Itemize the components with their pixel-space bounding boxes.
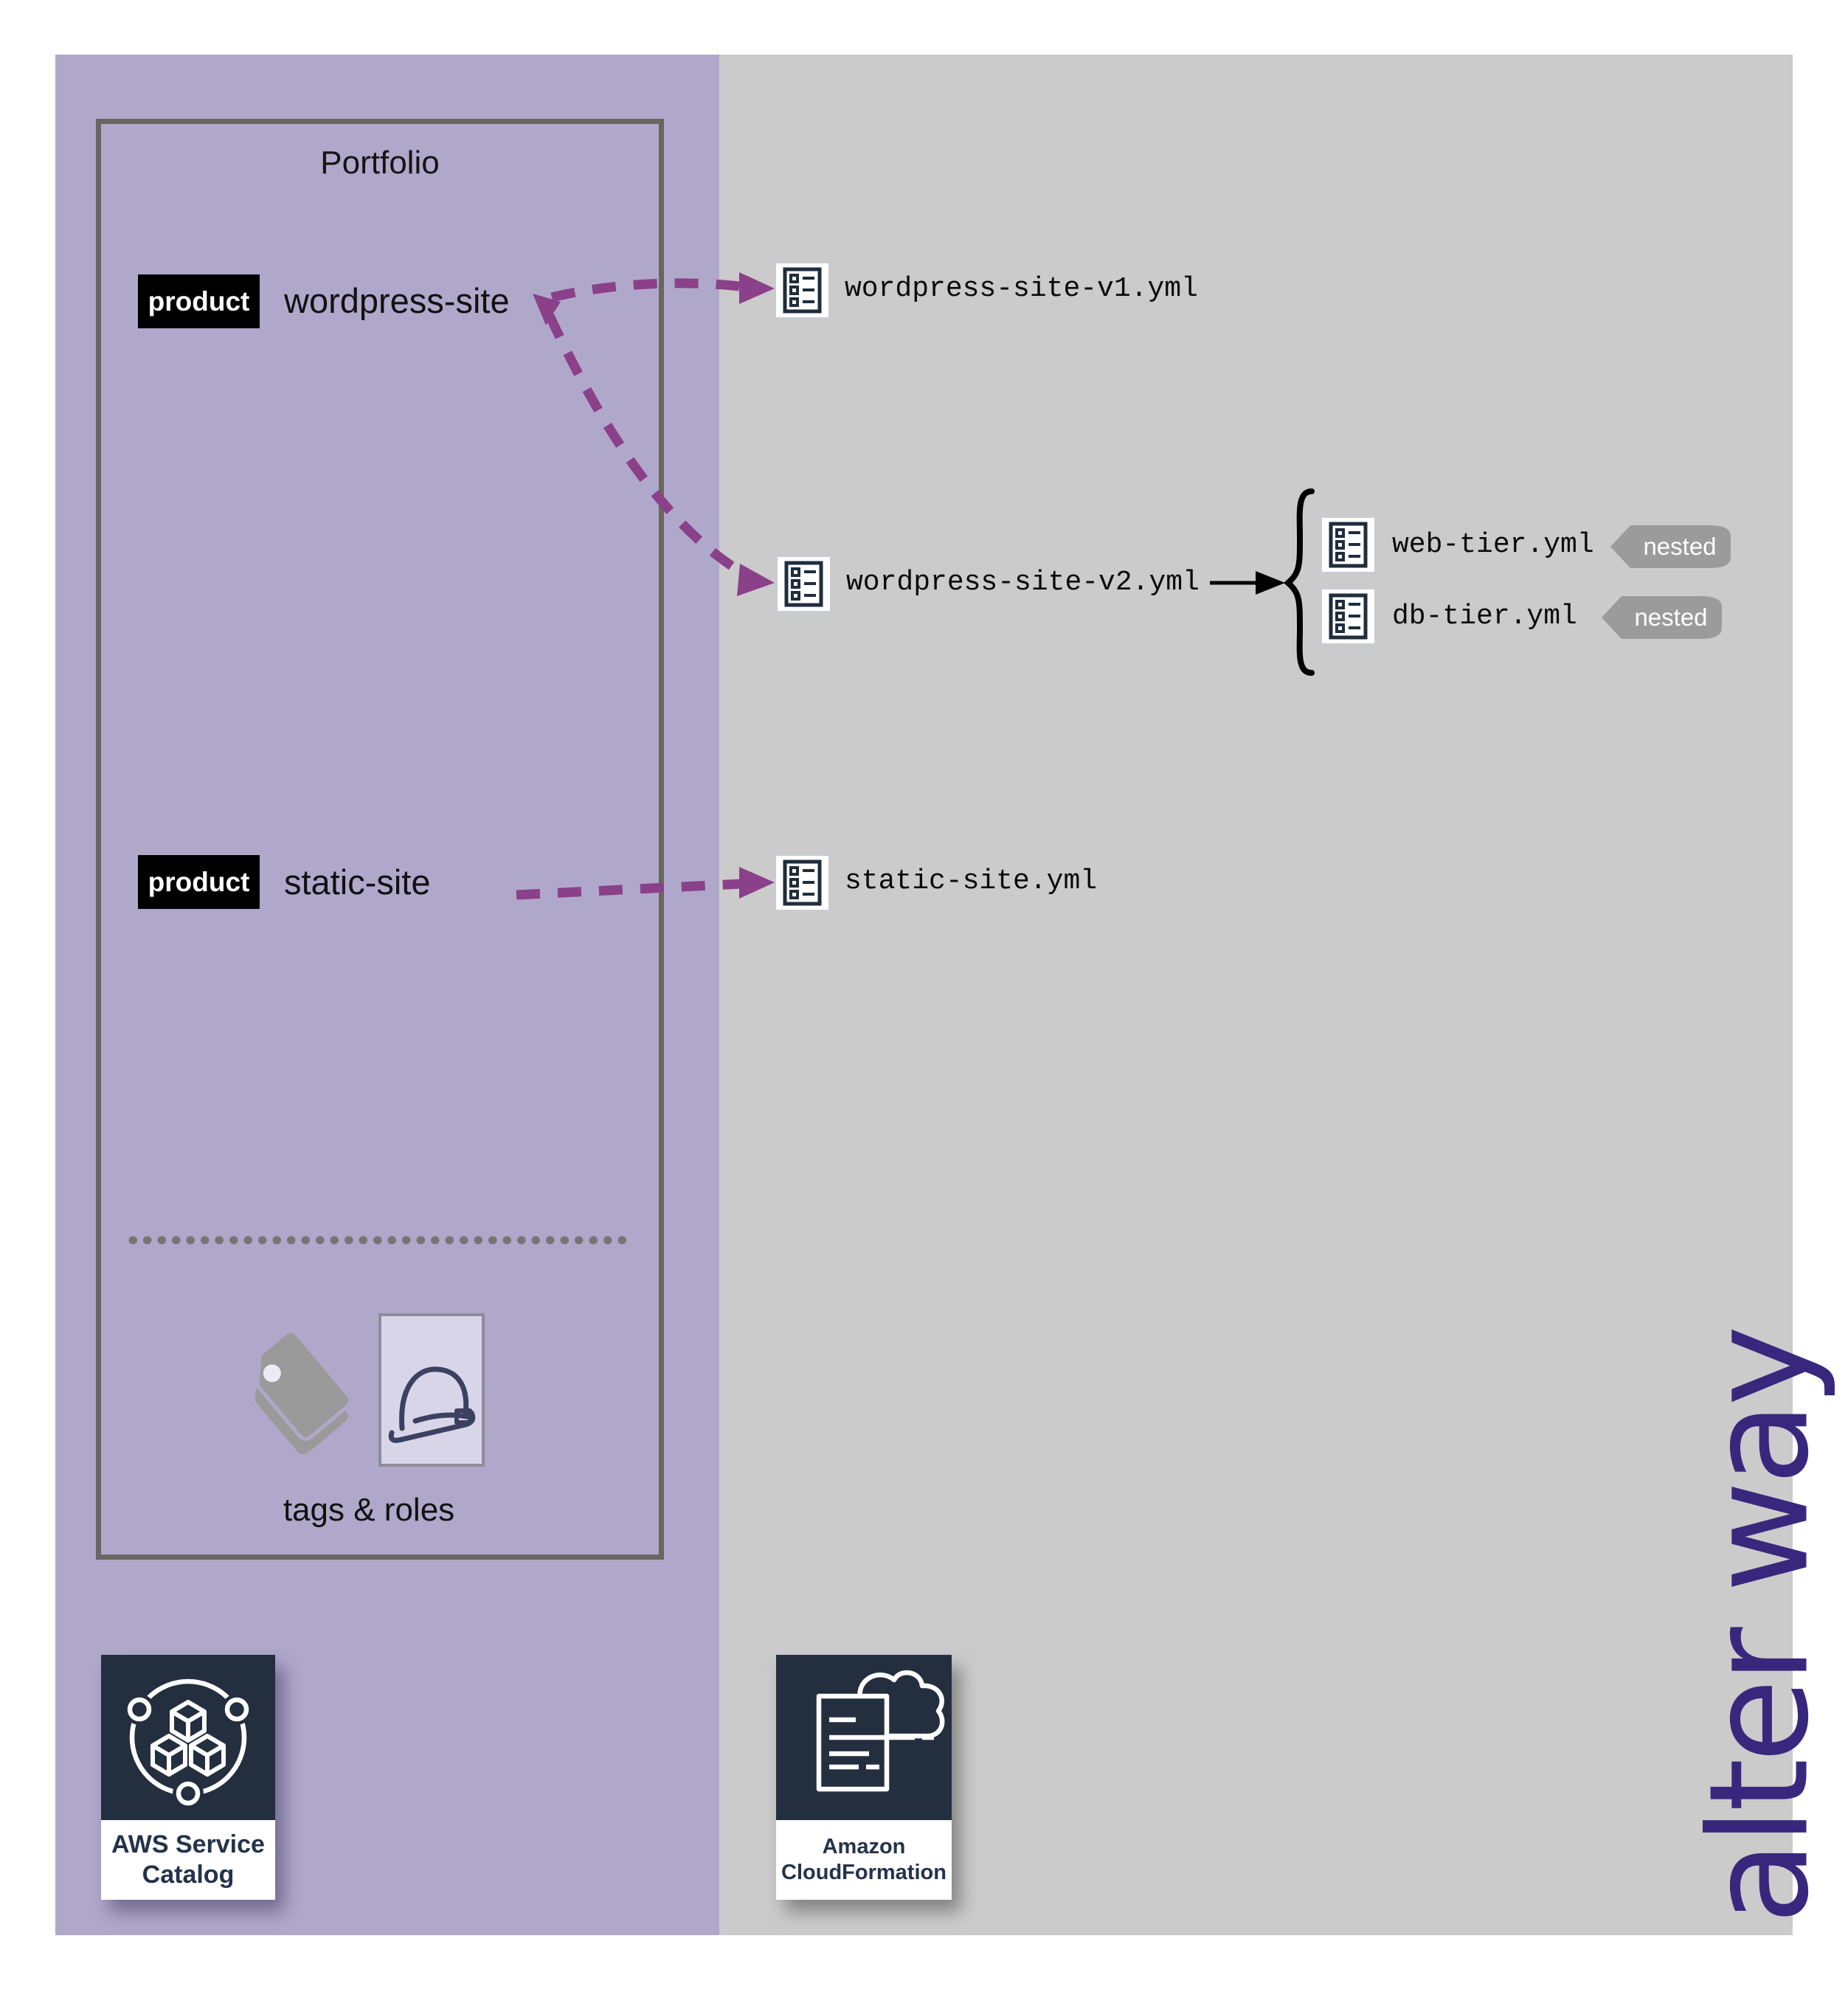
product-name-wordpress-site: wordpress-site bbox=[284, 281, 510, 320]
portfolio-label: Portfolio bbox=[320, 145, 440, 181]
nested-badge: nested bbox=[1608, 524, 1732, 570]
yaml-file-icon bbox=[775, 854, 830, 911]
nested-badge-shape bbox=[1602, 596, 1722, 639]
nested-badge-shape bbox=[1610, 525, 1731, 568]
file-label-wordpress-v2: wordpress-site-v2.yml bbox=[846, 567, 1200, 598]
yaml-file-icon bbox=[776, 556, 831, 612]
yaml-file-icon bbox=[1321, 516, 1376, 573]
portfolio-box bbox=[96, 119, 664, 1560]
product-badge-label: product bbox=[148, 866, 250, 897]
roles-helmet-box bbox=[378, 1313, 485, 1467]
amazon-cloudformation-logo: Amazon CloudFormation bbox=[776, 1655, 952, 1900]
aws-service-catalog-logo: AWS Service Catalog bbox=[101, 1655, 275, 1900]
nested-badge-label: nested bbox=[1643, 533, 1717, 560]
helmet-icon bbox=[388, 1366, 476, 1443]
file-label-static-site: static-site.yml bbox=[845, 865, 1098, 897]
file-label-db-tier: db-tier.yml bbox=[1392, 601, 1577, 632]
amazon-cloudformation-icon bbox=[776, 1655, 952, 1820]
nested-badge-label: nested bbox=[1634, 604, 1708, 631]
product-badge: product bbox=[138, 274, 260, 328]
yaml-file-icon bbox=[775, 262, 830, 319]
aws-service-catalog-icon bbox=[101, 1655, 275, 1820]
product-name-static-site: static-site bbox=[284, 862, 431, 902]
yaml-file-icon bbox=[1321, 588, 1376, 645]
file-label-web-tier: web-tier.yml bbox=[1392, 529, 1594, 561]
cloudformation-panel bbox=[719, 55, 1793, 1935]
file-label-wordpress-v1: wordpress-site-v1.yml bbox=[845, 273, 1198, 305]
amazon-cloudformation-caption: Amazon CloudFormation bbox=[781, 1834, 947, 1884]
product-badge: product bbox=[138, 855, 260, 909]
tags-roles-label: tags & roles bbox=[283, 1492, 455, 1528]
tags-icon bbox=[255, 1329, 353, 1455]
alterway-watermark: alter way bbox=[1679, 1329, 1839, 1925]
product-badge-label: product bbox=[148, 286, 250, 317]
nested-badge: nested bbox=[1599, 595, 1723, 640]
aws-service-catalog-caption: AWS Service Catalog bbox=[111, 1830, 265, 1889]
